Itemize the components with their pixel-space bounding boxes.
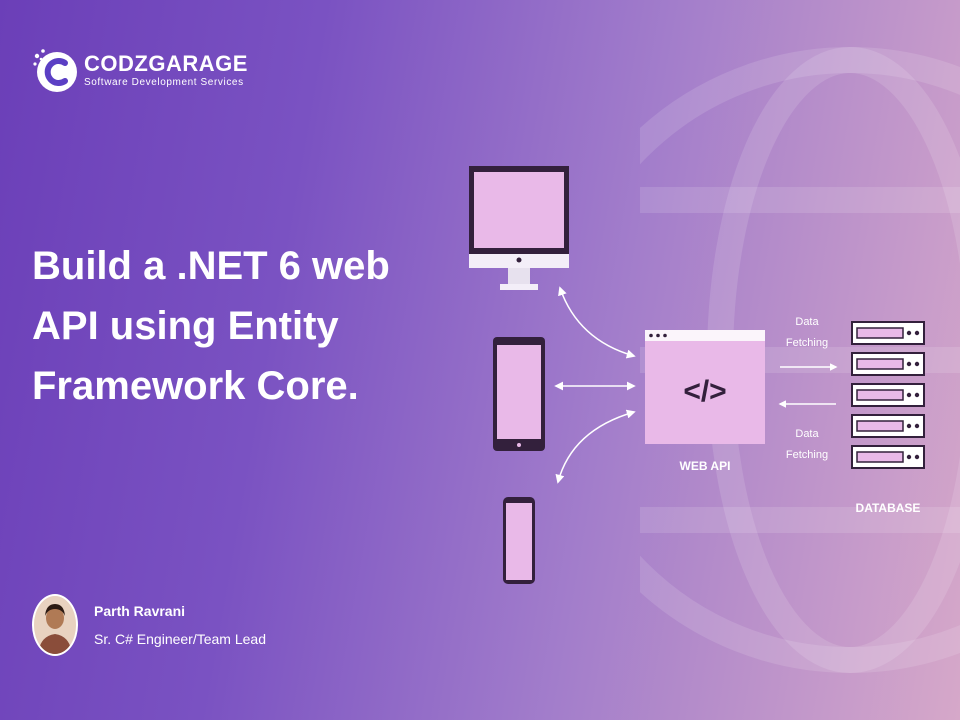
fetch-bottom-line-2: Fetching	[786, 449, 828, 461]
web-api-window-icon: </>	[645, 330, 765, 444]
phone-icon	[503, 497, 535, 584]
desktop-monitor-icon	[469, 166, 569, 290]
person-avatar-icon	[34, 596, 76, 654]
author-avatar	[32, 594, 78, 656]
title-line-1: Build a .NET 6 web	[32, 244, 390, 288]
title-line-3: Framework Core.	[32, 364, 359, 408]
fetch-bottom-line-1: Data	[795, 428, 819, 440]
code-glyph: </>	[683, 375, 726, 408]
fetch-top-line-1: Data	[795, 316, 819, 328]
fetch-top-line-2: Fetching	[786, 337, 828, 349]
server-unit	[851, 321, 925, 345]
title-line-2: API using Entity	[32, 304, 339, 348]
server-unit	[851, 352, 925, 376]
arrow-phone-api	[555, 409, 636, 484]
tablet-icon	[493, 337, 545, 451]
author-role: Sr. C# Engineer/Team Lead	[94, 631, 266, 647]
arrow-desktop-api	[558, 286, 636, 359]
server-unit	[851, 414, 925, 438]
server-unit	[851, 383, 925, 407]
brand-logo[interactable]: CODZGARAGE Software Development Services	[32, 48, 248, 94]
author-block: Parth Ravrani Sr. C# Engineer/Team Lead	[32, 594, 266, 656]
author-name: Parth Ravrani	[94, 603, 186, 619]
server-unit	[851, 445, 925, 469]
page-title: Build a .NET 6 web API using Entity Fram…	[32, 236, 412, 416]
brand-name: CODZGARAGE	[84, 51, 248, 76]
logo-c-icon	[33, 49, 77, 92]
brand-tagline: Software Development Services	[84, 77, 244, 88]
web-api-label: WEB API	[680, 459, 731, 473]
database-server-stack-icon	[851, 321, 925, 469]
database-label: DATABASE	[856, 501, 921, 515]
